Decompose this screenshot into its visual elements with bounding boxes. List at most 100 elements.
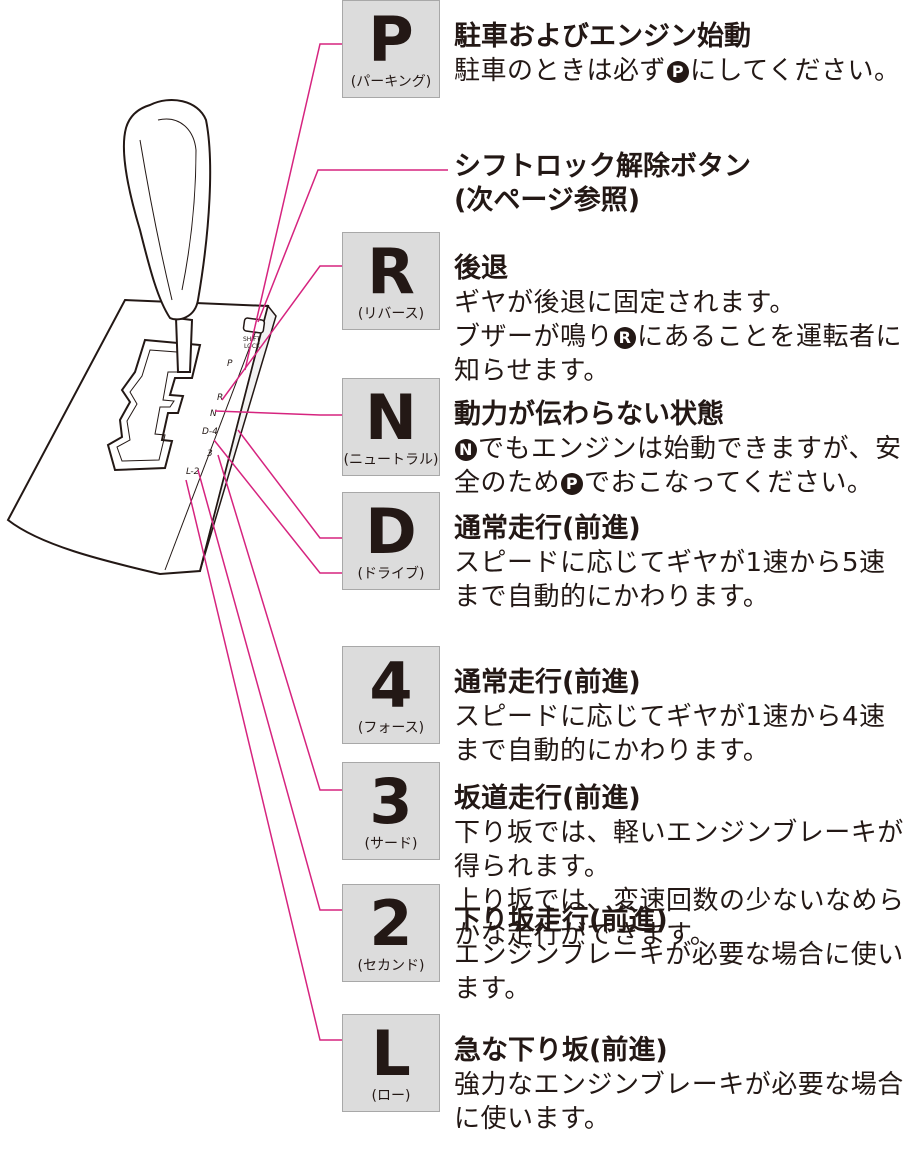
- position-box-d: D(ドライブ): [342, 492, 440, 590]
- position-title: 動力が伝わらない状態: [454, 399, 724, 430]
- description-text: 下り坂では、軽いエンジンブレーキが: [454, 818, 904, 848]
- leader-line-shift-lock: [257, 169, 448, 323]
- description-text: スピードに応じてギヤが1速から4速: [454, 702, 886, 732]
- shift-gate-inner: [116, 349, 191, 462]
- gate-label-r: R: [217, 393, 223, 403]
- description-line: かな走行ができます。: [454, 918, 914, 952]
- description-line: 上り坂では、変速回数の少ないなめら: [454, 884, 914, 918]
- gate-label-l2: L-2: [186, 467, 200, 477]
- position-box-4: 4(フォース): [342, 646, 440, 744]
- position-reading: (ロー): [371, 1088, 411, 1104]
- description-text: エンジンブレーキが必要な場合に使い: [454, 940, 904, 970]
- description-text: 強力なエンジンブレーキが必要な場合: [454, 1070, 904, 1100]
- description-text: ギヤが後退に固定されます。: [454, 288, 796, 318]
- position-box-p: P(パーキング): [342, 0, 440, 98]
- lever-knob: [123, 99, 212, 321]
- shift-lock-subtitle: (次ページ参照): [454, 185, 641, 216]
- position-letter: L: [371, 1017, 411, 1090]
- shift-lock-label-bottom: LOCK: [244, 343, 261, 350]
- position-box-2: 2(セカンド): [342, 884, 440, 982]
- leader-line-n: [214, 410, 342, 416]
- leader-lines: [185, 43, 448, 1041]
- description-text: 全のため: [454, 468, 561, 498]
- position-description-4: 通常走行(前進) スピードに応じてギヤが1速から4速まで自動的にかわります。: [454, 666, 914, 768]
- lever-knob-highlight: [157, 118, 197, 291]
- circled-letter-icon: R: [614, 327, 637, 349]
- description-text: に使います。: [454, 1104, 611, 1134]
- position-title: 通常走行(前進): [454, 513, 641, 544]
- lever-stem: [174, 316, 194, 373]
- lever-knob-shade: [139, 139, 173, 301]
- position-reading: (ドライブ): [357, 566, 425, 582]
- position-description-d: 通常走行(前進)スピードに応じてギヤが1速から5速まで自動的にかわります。: [454, 512, 914, 614]
- description-text: ます。: [454, 974, 531, 1004]
- circled-letter-icon: P: [667, 61, 690, 83]
- position-box-3: 3(サード): [342, 762, 440, 860]
- leader-line-d: [237, 429, 342, 539]
- shift-lock-title: シフトロック解除ボタン: [454, 151, 751, 182]
- description-text: 知らせます。: [454, 356, 610, 386]
- position-description-l: 急な下り坂(前進)強力なエンジンブレーキが必要な場合に使います。: [454, 1034, 914, 1136]
- position-title: 通常走行(前進): [454, 667, 641, 698]
- description-text: まで自動的にかわります。: [454, 582, 770, 612]
- description-line: エンジンブレーキが必要な場合に使い: [454, 938, 914, 972]
- description-line: 知らせます。: [454, 354, 914, 388]
- position-reading: (ニュートラル): [343, 452, 439, 468]
- leader-line-4: [213, 439, 342, 574]
- circled-letter-icon: P: [561, 473, 584, 495]
- description-line: 下り坂では、軽いエンジンブレーキが: [454, 816, 914, 850]
- description-text: 得られます。: [454, 852, 611, 882]
- description-text: にあることを運転者に: [637, 322, 903, 352]
- position-reading: (リバース): [357, 306, 425, 322]
- description-line: ます。: [454, 972, 914, 1006]
- position-reading: (フォース): [357, 720, 425, 736]
- description-text: かな走行ができます。: [454, 920, 717, 950]
- leader-line-r: [221, 265, 342, 401]
- position-description-2: 下り坂走行(前進) エンジンブレーキが必要な場合に使います。: [454, 904, 914, 1006]
- circled-letter-icon: N: [455, 439, 477, 461]
- description-text: 駐車のときは必ず: [454, 56, 667, 86]
- position-letter: 3: [369, 765, 413, 838]
- position-letter: D: [365, 495, 417, 568]
- position-reading: (パーキング): [350, 74, 432, 90]
- position-reading: (サード): [364, 836, 418, 852]
- gate-label-d4: D-4: [202, 427, 218, 437]
- description-line: に使います。: [454, 1102, 914, 1136]
- leader-line-l: [185, 479, 342, 1041]
- position-title: 下り坂走行(前進): [454, 905, 668, 936]
- description-text: ブザーが鳴り: [454, 322, 614, 352]
- description-text: でもエンジンは始動できますが、安: [478, 434, 902, 464]
- description-line: まで自動的にかわります。: [454, 580, 914, 614]
- gate-label-p: P: [227, 359, 233, 369]
- position-title: 坂道走行(前進): [454, 783, 641, 814]
- description-line: 得られます。: [454, 850, 914, 884]
- position-reading: (セカンド): [357, 958, 425, 974]
- description-text: にしてください。: [690, 56, 901, 86]
- leader-line-3: [217, 454, 342, 791]
- console-edge-line: [164, 319, 261, 571]
- position-box-l: L(ロー): [342, 1014, 440, 1112]
- position-title: 後退: [454, 253, 508, 284]
- position-title: 駐車およびエンジン始動: [454, 21, 751, 52]
- description-text: 上り坂では、変速回数の少ないなめら: [454, 886, 905, 916]
- position-box-n: N(ニュートラル): [342, 378, 440, 476]
- position-letter: N: [365, 381, 417, 454]
- position-letter: 4: [369, 649, 413, 722]
- gate-label-3: 3: [207, 449, 213, 459]
- console-side-face: [199, 304, 277, 572]
- leader-line-p: [244, 43, 342, 371]
- gate-label-n: N: [210, 409, 217, 419]
- position-letter: R: [367, 235, 415, 308]
- description-line: スピードに応じてギヤが1速から5速: [454, 546, 914, 580]
- description-line: 強力なエンジンブレーキが必要な場合: [454, 1068, 914, 1102]
- position-letter: 2: [369, 887, 413, 960]
- position-letter: P: [368, 3, 414, 76]
- description-text: まで自動的にかわります。: [454, 736, 770, 766]
